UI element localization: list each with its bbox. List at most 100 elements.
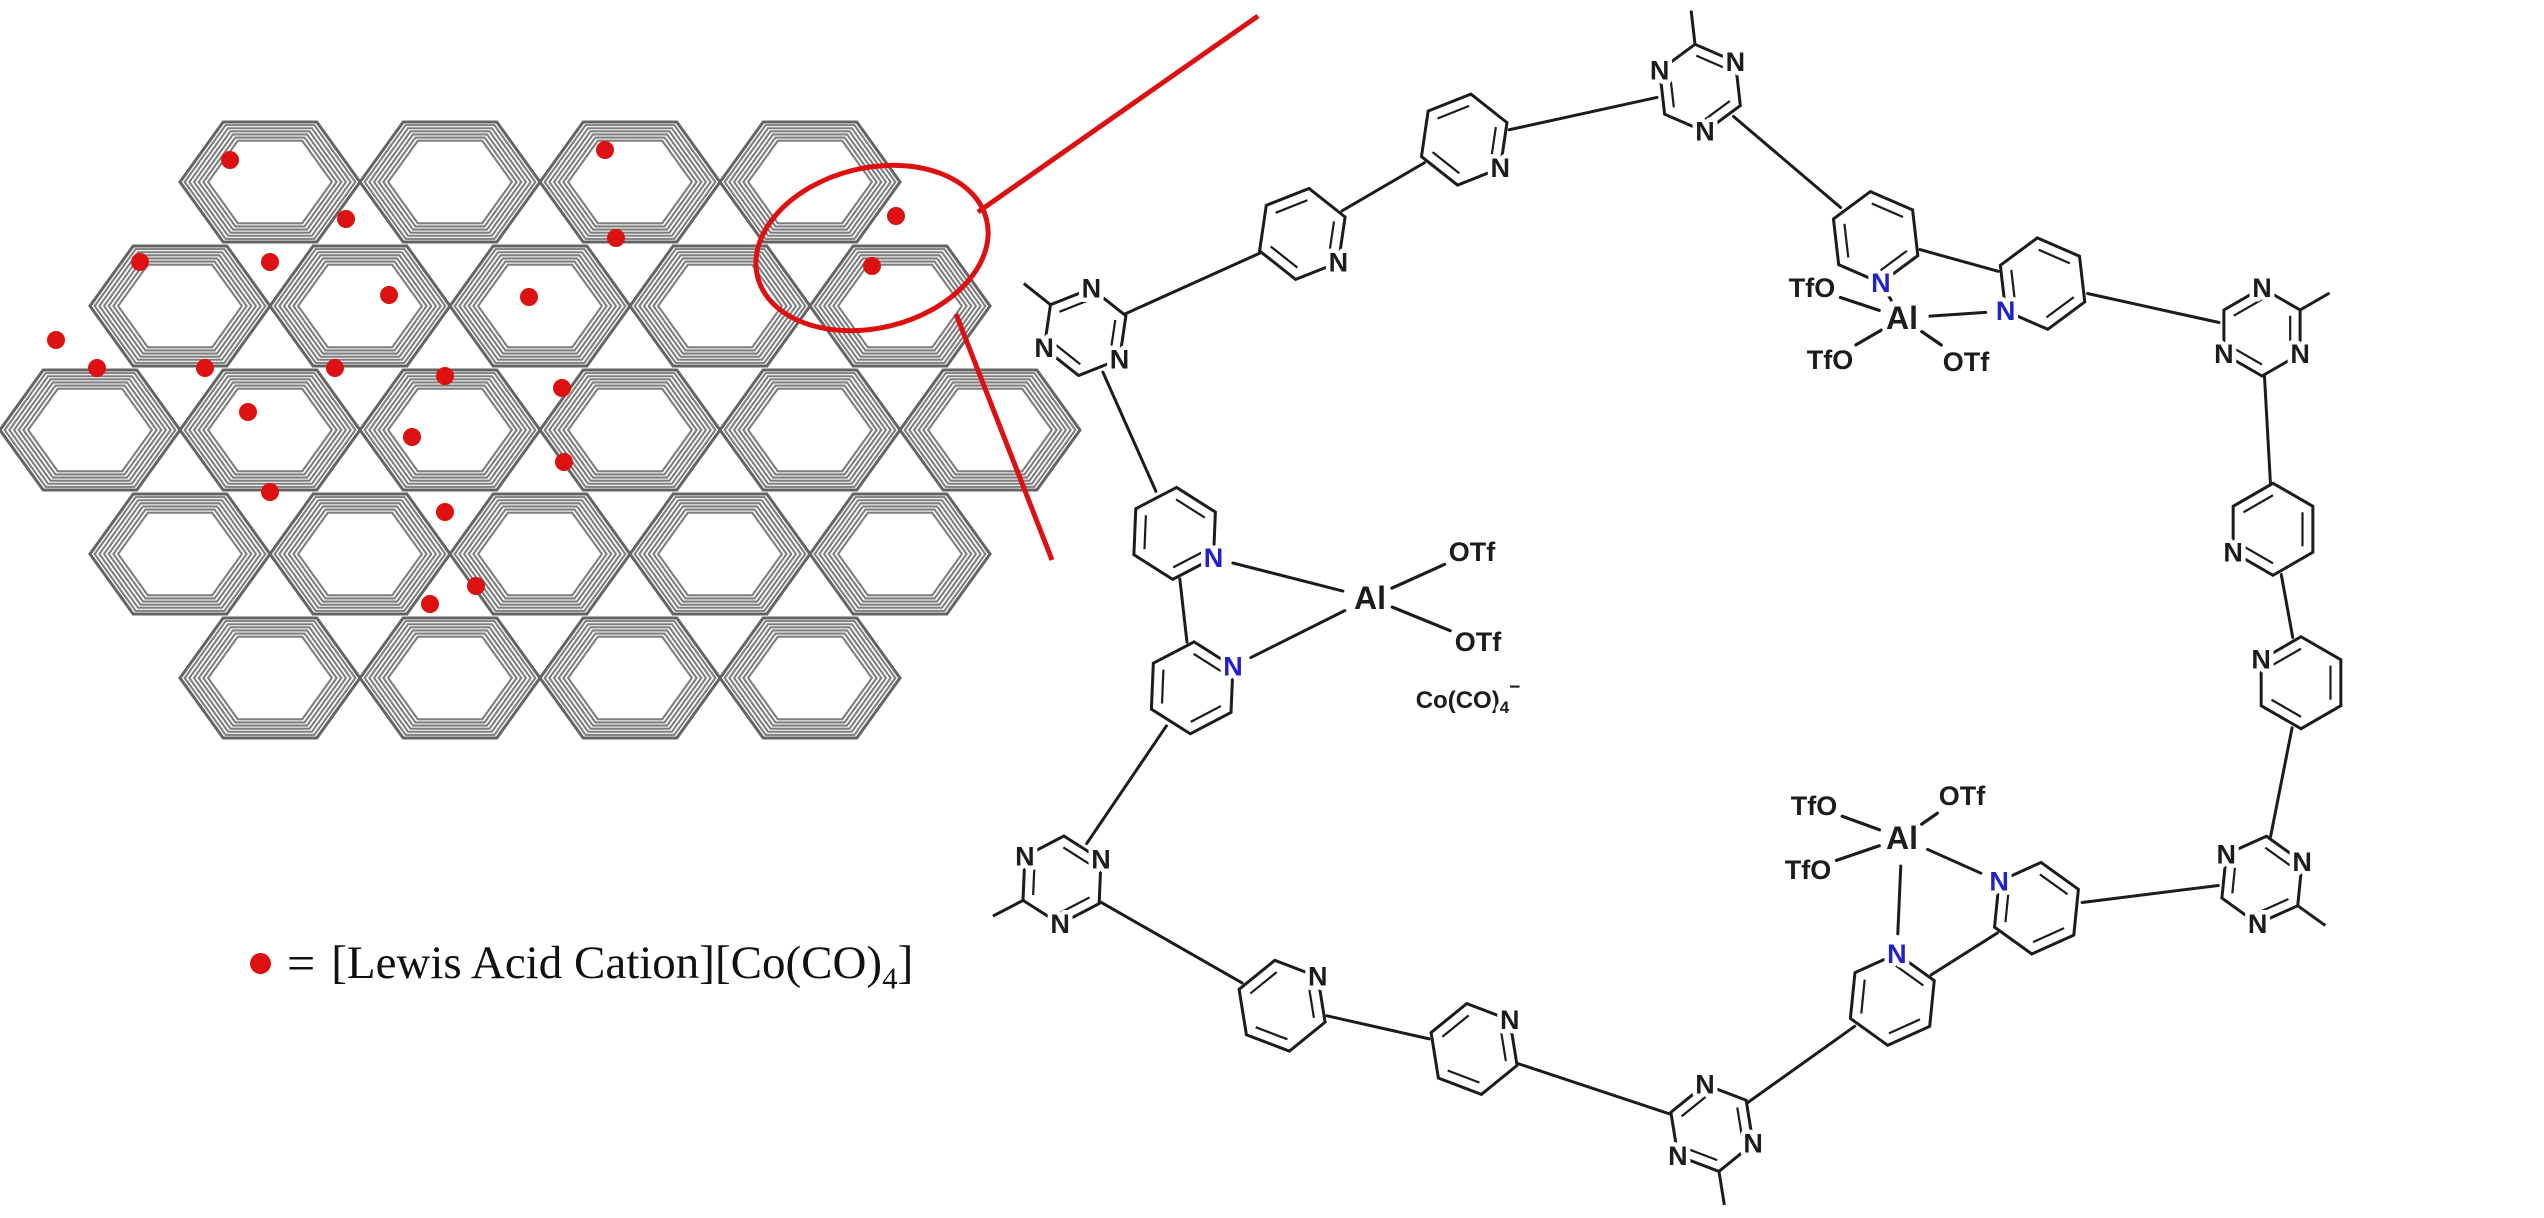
lattice-hexagon-layer bbox=[458, 499, 622, 609]
lattice-hexagon-layer bbox=[382, 136, 518, 228]
aromatic-ring bbox=[1132, 485, 1217, 582]
bond-line bbox=[1920, 329, 1943, 347]
lattice-hexagon-layer bbox=[377, 381, 523, 479]
lattice-hexagon-layer bbox=[742, 136, 878, 228]
aromatic-ring bbox=[1042, 286, 1128, 378]
inner-double-bond bbox=[1032, 862, 1036, 896]
inner-double-bond bbox=[2233, 347, 2263, 366]
lattice-hexagon-layer bbox=[192, 378, 348, 482]
lattice-hexagon-layer bbox=[377, 629, 523, 727]
inner-double-bond bbox=[2270, 698, 2302, 718]
bond-line bbox=[2279, 573, 2295, 639]
lewis-acid-site-dot bbox=[596, 141, 614, 159]
inner-double-bond bbox=[2045, 296, 2075, 319]
inner-double-bond bbox=[1447, 1069, 1480, 1084]
lattice-hexagon-layer bbox=[386, 139, 514, 225]
lattice-hexagon-layer bbox=[548, 375, 712, 485]
cobalt-carbonyl-anion-label: Co(CO)4− bbox=[1416, 677, 1521, 717]
lattice-hexagon-layer bbox=[192, 626, 348, 730]
aromatic-ring bbox=[2222, 286, 2302, 378]
lattice-hexagon-layer bbox=[723, 372, 897, 488]
bond-line bbox=[1101, 370, 1158, 493]
lewis-acid-site-dot bbox=[887, 207, 905, 225]
lattice-hexagon-layer bbox=[723, 620, 897, 736]
bond-line bbox=[1920, 811, 1940, 826]
bond-line bbox=[1390, 605, 1452, 633]
bond-line bbox=[1838, 295, 1881, 313]
lewis-acid-site-dot bbox=[403, 428, 421, 446]
lewis-acid-site-dot bbox=[863, 257, 881, 275]
macrocycle-rings bbox=[1021, 42, 2343, 1174]
nitrogen-label: N bbox=[1871, 268, 1891, 298]
lewis-acid-site-dot bbox=[196, 359, 214, 377]
inner-double-bond bbox=[1249, 971, 1278, 995]
bond-line bbox=[1085, 724, 1168, 846]
lattice-hexagon-layer bbox=[476, 511, 604, 597]
nitrogen-label: N bbox=[2292, 847, 2312, 877]
lattice-hexagon-layer bbox=[462, 254, 618, 358]
inner-double-bond bbox=[1437, 104, 1470, 120]
bond-line bbox=[1929, 931, 2000, 977]
legend-equals: = bbox=[287, 935, 316, 991]
lattice-hexagon-layer bbox=[818, 251, 982, 361]
lattice-hexagon-layer bbox=[287, 505, 433, 603]
lattice-hexagon-layer bbox=[737, 381, 883, 479]
methyl-bond bbox=[992, 899, 1024, 918]
lattice-hexagon-layer bbox=[472, 260, 608, 352]
inner-double-bond bbox=[2264, 846, 2293, 868]
lattice-hexagon-layer bbox=[102, 254, 258, 358]
lattice-hexagon-layer bbox=[746, 139, 874, 225]
inner-double-bond bbox=[1172, 550, 1204, 569]
aluminum-label: Al bbox=[1886, 300, 1918, 336]
lattice-hexagon-layer bbox=[202, 384, 338, 476]
lattice-hexagon-layer bbox=[292, 260, 428, 352]
inner-double-bond bbox=[2270, 647, 2302, 667]
nitrogen-label: N bbox=[1743, 1129, 1763, 1159]
lattice-hexagon-layer bbox=[206, 635, 334, 721]
lattice-hexagon-layer bbox=[202, 632, 338, 724]
inner-double-bond bbox=[1695, 54, 1727, 70]
bond-line bbox=[1123, 251, 1262, 316]
bond-line bbox=[1178, 577, 1189, 644]
inner-double-bond bbox=[2242, 545, 2274, 565]
lewis-acid-site-dot bbox=[47, 331, 65, 349]
aromatic-ring bbox=[1021, 834, 1103, 926]
lattice-hexagon-layer bbox=[206, 387, 334, 473]
nitrogen-label: N bbox=[2214, 339, 2234, 369]
triflate-label: TfO bbox=[1807, 345, 1854, 375]
lattice-hexagon-layer bbox=[566, 139, 694, 225]
lattice-hexagon-layer bbox=[822, 254, 978, 358]
lattice-hexagon-layer bbox=[728, 623, 892, 733]
nitrogen-label: N bbox=[2252, 273, 2272, 303]
inner-double-bond bbox=[1060, 896, 1090, 914]
inner-double-bond bbox=[1175, 498, 1206, 519]
inner-double-bond bbox=[2233, 298, 2263, 317]
bond-line bbox=[1231, 561, 1345, 593]
nitrogen-label: N bbox=[2251, 645, 2271, 675]
lattice-hexagon-layer bbox=[116, 263, 244, 349]
lewis-acid-site-dot bbox=[88, 359, 106, 377]
lattice-hexagon-layer bbox=[912, 378, 1068, 482]
lattice-hexagon-layer bbox=[656, 511, 784, 597]
nitrogen-label: N bbox=[1491, 153, 1511, 183]
lattice-hexagon-layer bbox=[98, 251, 262, 361]
lattice-hexagon-layer bbox=[737, 133, 883, 231]
lewis-acid-site-dot bbox=[239, 403, 257, 421]
aromatic-ring bbox=[1848, 952, 1936, 1048]
inner-double-bond bbox=[2242, 494, 2274, 514]
inner-double-bond bbox=[1703, 100, 1731, 122]
nitrogen-label: N bbox=[1887, 939, 1907, 969]
lattice-hexagon-layer bbox=[543, 372, 717, 488]
bond-line bbox=[2262, 374, 2272, 485]
lattice-hexagon-layer bbox=[116, 511, 244, 597]
callout-line bbox=[953, 313, 1055, 561]
methyl-bond bbox=[2299, 291, 2331, 312]
bond-line bbox=[2085, 292, 2221, 325]
lattice-hexagon-layer bbox=[832, 260, 968, 352]
nitrogen-label: N bbox=[1329, 247, 1349, 277]
nitrogen-label: N bbox=[1668, 1141, 1688, 1171]
lattice-hexagon-layer bbox=[192, 130, 348, 234]
nitrogen-label: N bbox=[1650, 55, 1670, 85]
lattice-hexagon-layer bbox=[822, 502, 978, 606]
lattice-hexagon-layer bbox=[12, 378, 168, 482]
